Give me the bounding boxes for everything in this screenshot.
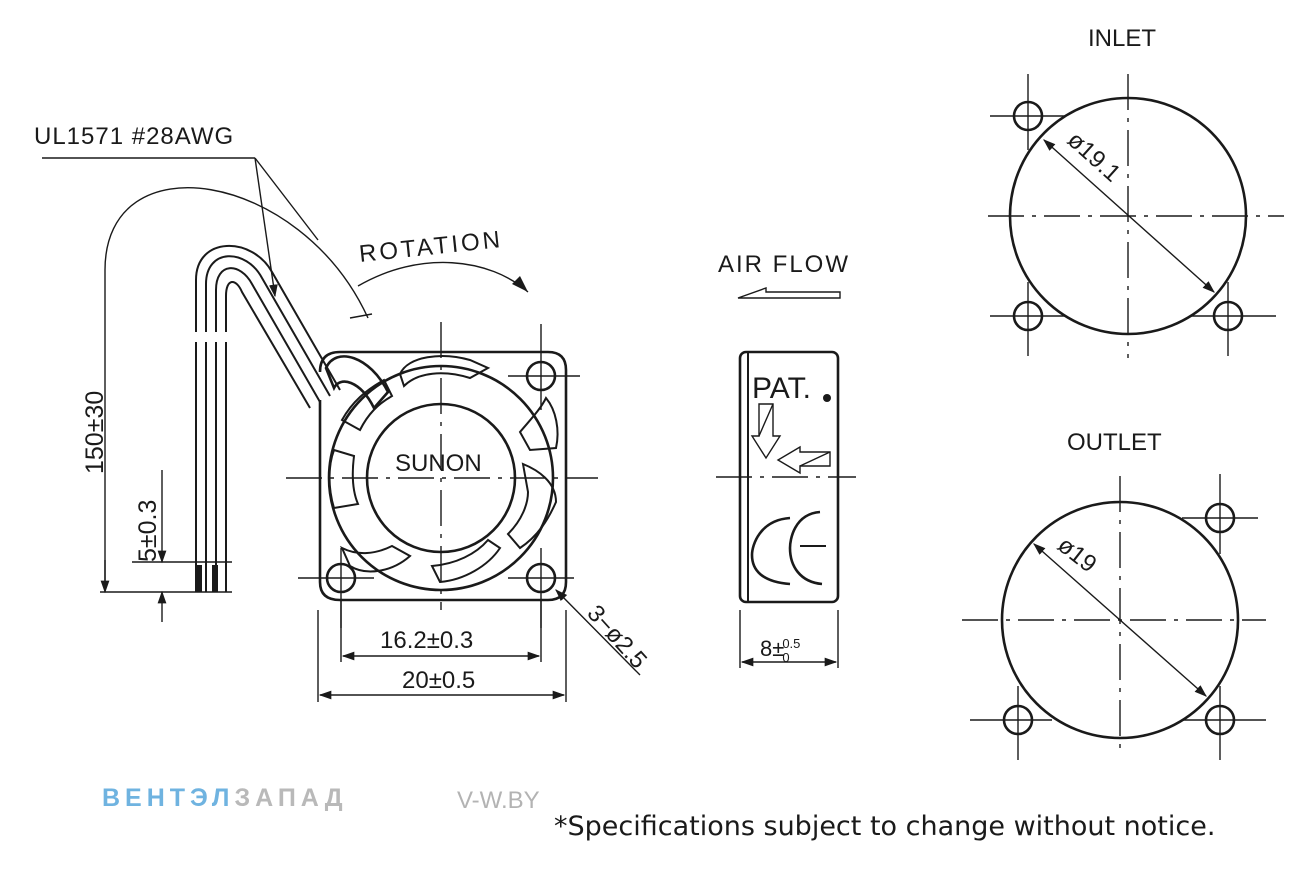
strip-length-label: 5±0.3 xyxy=(134,500,162,562)
front-dimensions xyxy=(317,600,567,702)
lead-dimensions xyxy=(100,470,232,622)
inlet-title: INLET xyxy=(1088,25,1156,52)
rotation-label: ROTATION xyxy=(358,226,504,268)
lead-wires xyxy=(104,187,369,592)
pat-label: PAT. xyxy=(752,372,811,405)
air-flow-label: AIR FLOW xyxy=(718,251,850,278)
brand-label: SUNON xyxy=(395,450,482,477)
lead-length-label: 150±30 xyxy=(81,391,109,474)
rotation-arrowhead xyxy=(512,276,528,292)
wire-spec-label: UL1571 #28AWG xyxy=(34,123,234,150)
watermark-site: V-W.BY xyxy=(457,787,540,814)
holes-label: 3−ø2.5 xyxy=(582,600,653,674)
specifications-note: *Specifications subject to change withou… xyxy=(554,811,1216,842)
fan-side-view xyxy=(716,350,856,604)
frame-width-label: 20±0.5 xyxy=(402,667,475,694)
hole-pitch-label: 16.2±0.3 xyxy=(380,627,473,654)
rotation-arrow xyxy=(357,261,529,293)
inlet-view xyxy=(988,74,1284,358)
watermark-logo: ВЕНТЭЛЗАПАД xyxy=(102,784,348,812)
air-flow-arrow xyxy=(737,287,841,299)
outlet-view xyxy=(962,474,1266,760)
inlet-diameter-label: ø19.1 xyxy=(1062,126,1126,187)
wire-spec-leader xyxy=(42,157,319,298)
outlet-title: OUTLET xyxy=(1067,429,1162,456)
thickness-dimension xyxy=(739,610,839,668)
outlet-diameter-label: ø19 xyxy=(1052,531,1101,578)
